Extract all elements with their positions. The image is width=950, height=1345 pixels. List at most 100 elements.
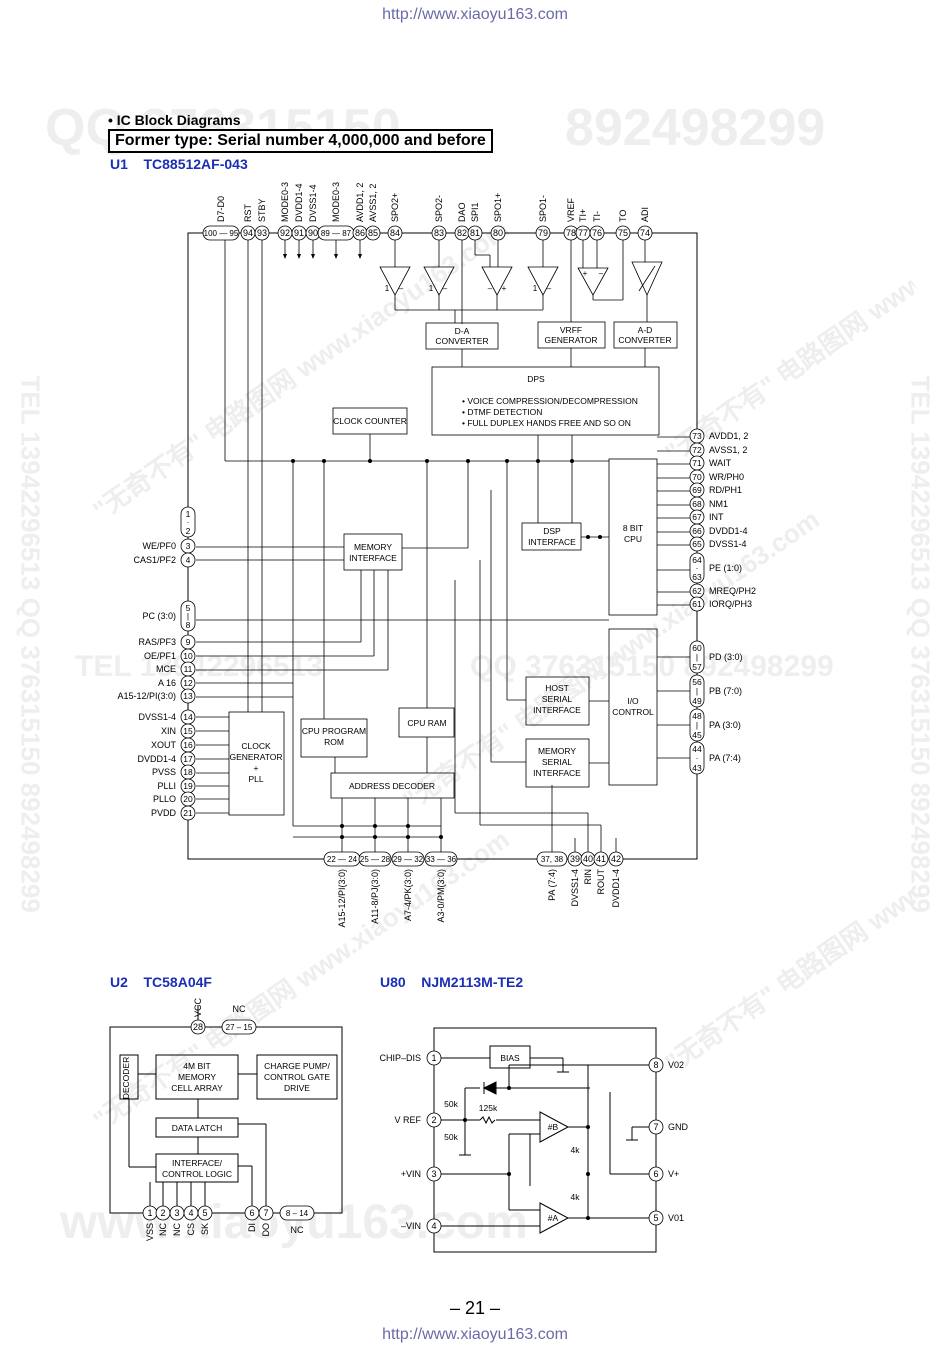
mem-serial-1: MEMORY [538,746,576,756]
svg-text:39: 39 [570,854,580,864]
mem-serial-2: SERIAL [542,757,573,767]
u1-top-label-9: SPO2+ [390,193,400,222]
u1-right-label-7: DVDD1-4 [709,526,748,536]
u2-iface-1: INTERFACE/ [172,1158,223,1168]
u1-left-pin-7: 12 [180,675,196,691]
u1-right-label-10: MREQ/PH2 [709,586,756,596]
cpu-ram-label: CPU RAM [407,718,446,728]
svg-text:84: 84 [390,228,400,238]
dps-item-3: • FULL DUPLEX HANDS FREE AND SO ON [462,418,631,428]
svg-text:13: 13 [183,691,193,701]
u1-left-pin-16: 21 [180,805,196,821]
svg-text:68: 68 [692,499,702,509]
u1-left-pin-0: 1·2 [180,506,196,538]
amp2-b: – [443,284,448,293]
u1-top-pin-1: 94 [240,225,256,241]
u1-left-label-12: DVDD1-4 [137,754,176,764]
svg-text:72: 72 [692,445,702,455]
u2-bottom-pin-5: 6 [244,1205,260,1221]
u1-left-pin-10: 15 [180,723,196,739]
io-label-1: I/O [627,696,639,706]
svg-text:8: 8 [653,1060,658,1070]
u1-left-pin-1: 3 [180,538,196,554]
u2-bottom-pin-0: 1 [142,1205,158,1221]
svg-text:48: 48 [692,711,702,721]
u1-top-label-2: STBY [257,198,267,222]
svg-text:1: 1 [186,509,191,519]
svg-text:42: 42 [611,854,621,864]
u2-bottom-pin-6: 7 [258,1205,274,1221]
svg-text:19: 19 [183,781,193,791]
amp2-a: 1 [429,284,434,293]
u1-left-pin-6: 11 [180,661,196,677]
ad-label-1: A-D [638,325,653,335]
mem-if-label-2: INTERFACE [349,553,397,563]
u1-right-label-0: AVDD1, 2 [709,431,748,441]
svg-text:1: 1 [431,1053,436,1063]
svg-text:70: 70 [692,472,702,482]
u1-bottom-pin-4: 37, 38 [536,851,568,867]
svg-text:100 — 95: 100 — 95 [204,229,239,238]
svg-text:2: 2 [186,526,191,536]
u80-right-pin-0: 8 [648,1057,664,1073]
dps-item-1: • VOICE COMPRESSION/DECOMPRESSION [462,396,638,406]
amp4-a: 1 [533,284,538,293]
u1-left-label-1: WE/PF0 [142,541,176,551]
cpu-rom-2: ROM [324,737,344,747]
vrff-label-2: GENERATOR [544,335,597,345]
cpu-rom-1: CPU PROGRAM [302,726,366,736]
svg-text:65: 65 [692,539,702,549]
u1-top-pin-13: 80 [490,225,506,241]
svg-text:1: 1 [147,1208,152,1218]
svg-text:49: 49 [692,696,702,706]
svg-text:89 — 87: 89 — 87 [321,229,352,238]
bottom-url[interactable]: http://www.xiaoyu163.com [382,1326,568,1343]
u1-right-label-12: PD (3:0) [709,652,743,662]
svg-text:94: 94 [243,228,253,238]
u80-left-label-0: CHIP–DIS [379,1053,421,1063]
u1-bottom-label-2: A7-4/PK(3:0) [403,869,413,921]
u1-left-label-9: DVSS1-4 [138,712,176,722]
u2-mem-3: CELL ARRAY [171,1083,223,1093]
svg-text:81: 81 [470,228,480,238]
u2-bottom-pin-1: 2 [155,1205,171,1221]
svg-text:·: · [187,517,190,527]
svg-text:15: 15 [183,726,193,736]
u1-bottom-pin-0: 22 — 24 [323,851,361,867]
u1-top-label-10: SPO2- [434,195,444,222]
u2-bottom-pin-3: 4 [183,1205,199,1221]
u1-top-pin-11: 82 [454,225,470,241]
u80-right-label-2: V+ [668,1169,679,1179]
u1-top-label-16: TI+ [578,209,588,222]
u1-left-pin-14: 19 [180,778,196,794]
u1-left-pin-12: 17 [180,751,196,767]
u1-bottom-pin-8: 42 [608,851,624,867]
svg-text:|: | [696,652,698,662]
svg-text:|: | [187,611,189,621]
u2-bottom-label-5: DI [247,1223,257,1232]
u1-bottom-pin-7: 41 [593,851,609,867]
u1-right-label-6: INT [709,512,724,522]
svg-text:|: | [696,720,698,730]
u1-top-label-4: DVDD1-4 [294,183,304,222]
u1-bottom-label-5: DVSS1-4 [570,869,580,907]
u1-bottom-label-1: A11-8/PJ(3:0) [370,869,380,924]
u1-bottom-label-8: DVDD1-4 [611,869,621,908]
svg-text:28: 28 [193,1022,203,1032]
svg-text:69: 69 [692,485,702,495]
amp1-a: 1 [385,284,390,293]
clock-gen-1: CLOCK [241,741,271,751]
u1-top-pin-10: 83 [431,225,447,241]
svg-text:80: 80 [493,228,503,238]
u1-left-label-15: PLLO [153,794,176,804]
u1-top-pin-14: 79 [535,225,551,241]
svg-text:21: 21 [183,808,193,818]
u2-bottom-label-3: CS [186,1223,196,1236]
svg-text:20: 20 [183,794,193,804]
mem-if-label-1: MEMORY [354,542,392,552]
amp5-a: + [583,269,588,278]
u1-left-label-14: PLLI [157,781,176,791]
top-url[interactable]: http://www.xiaoyu163.com [382,6,568,23]
